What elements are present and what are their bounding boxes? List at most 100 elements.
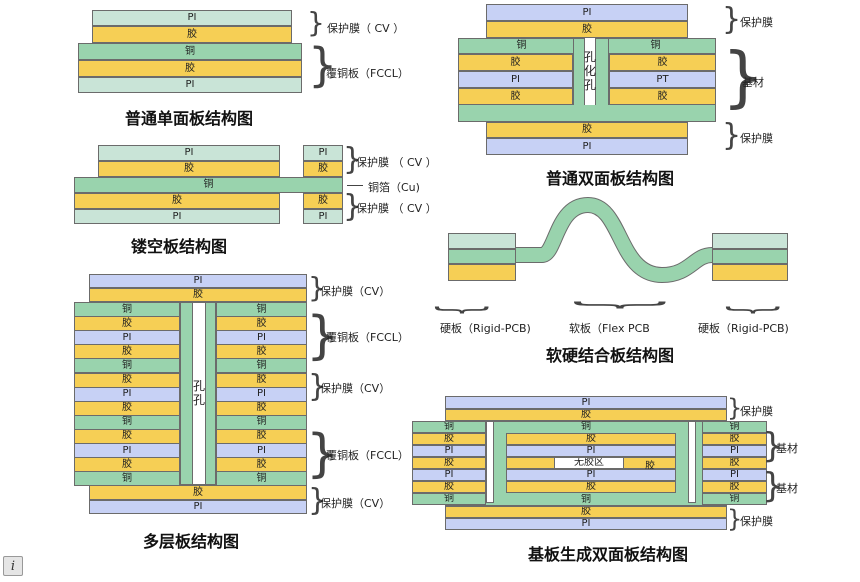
double-label-protective-bottom: 保护膜 [740,132,773,145]
multi-glue-top: 胶 [89,288,307,302]
rigid-left-pi [448,233,516,249]
multi-right-layer-13: 胶 [216,457,307,473]
multi-glue-bottom: 胶 [89,485,307,500]
double-plated-hole: 孔 化 孔 [584,38,597,106]
sub-center-glue-2: 胶 [506,481,676,493]
sub-glue-top: 胶 [445,409,727,421]
multi-right-layer-4: PI [216,330,307,346]
multi-left-layer-11: 胶 [74,428,180,444]
single-brace-protective: } [307,6,325,39]
double-copper-top-left: 铜 [458,38,585,54]
sub-left-layer-6: 铜 [412,493,486,505]
sub-left-layer-3: 胶 [412,457,486,469]
multi-left-layer-14: 铜 [74,471,180,487]
hollow-pi-top-left: PI [98,145,280,161]
hollow-pi-bottom-left: PI [74,209,280,224]
multi-left-layer-2: 铜 [74,302,180,317]
multi-label-fccl-2: 覆铜板（FCCL） [326,449,409,462]
rigid-right-brace: } [719,304,787,316]
hollow-pi-bottom-right: PI [303,209,343,224]
multi-left-layer-9: 胶 [74,400,180,416]
single-label-protective: 保护膜（ CV ） [327,22,405,35]
hollow-label-protective-top: 保护膜 （ CV ） [356,156,437,169]
single-pi-bottom: PI [78,77,302,93]
sub-brace-protective-bottom: } [727,505,743,533]
sub-center-pi-1: PI [506,445,676,457]
multi-left-layer-10: 铜 [74,414,180,430]
sub-left-layer-2: PI [412,445,486,457]
hollow-brace-protective-bottom: } [343,189,363,224]
sub-glue-bottom: 胶 [445,506,727,518]
hollow-glue-bottom-right: 胶 [303,193,343,209]
single-sided-title: 普通单面板结构图 [125,109,254,128]
sub-left-layer-5: 胶 [412,481,486,493]
double-glue-bottom: 胶 [486,122,688,138]
info-icon[interactable]: i [3,556,23,576]
single-pi-top: PI [92,10,292,26]
double-sided-title: 普通双面板结构图 [546,169,675,188]
rigid-right-glue [712,264,788,281]
multi-right-layer-10: 铜 [216,414,307,430]
sub-label-base-1: 基材 [776,442,798,455]
double-brace-protective-top: } [722,2,742,37]
rigid-right-label: 硬板（Rigid-PCB) [698,322,789,335]
multi-brace-protective-bottom: } [308,483,328,518]
hollow-glue-top-left: 胶 [98,161,280,177]
multi-left-layer-8: PI [74,386,180,402]
hole-char-1: 孔 [584,50,597,65]
multi-label-protective-mid: 保护膜（CV） [320,382,391,395]
substrate-double-title: 基板生成双面板结构图 [528,545,689,564]
single-brace-fccl: } [308,38,338,92]
multi-left-layer-13: 胶 [74,457,180,473]
flex-brace: } [562,299,679,311]
hole-char-3: 孔 [584,77,597,92]
sub-no-glue-zone: 无胶区 [554,457,624,469]
multi-right-layer-11: 胶 [216,428,307,444]
multi-pi-top: PI [89,274,307,288]
hollow-glue-top-right: 胶 [303,161,343,177]
multi-left-layer-12: PI [74,443,180,458]
multi-right-layer-14: 铜 [216,471,307,487]
multi-label-fccl-1: 覆铜板（FCCL） [326,331,409,344]
multi-left-layer-7: 胶 [74,372,180,388]
multi-right-layer-6: 铜 [216,358,307,374]
hollow-title: 镂空板结构图 [131,237,228,256]
single-label-fccl: 覆铜板（FCCL） [326,67,409,80]
sub-brace-protective-top: } [727,394,743,422]
sub-right-layer-2: PI [702,445,767,457]
sub-brace-base-1: } [762,426,784,466]
sub-hole-right [688,421,696,503]
sub-right-layer-3: 胶 [702,457,767,469]
sub-right-layer-1: 胶 [702,433,767,445]
multi-plated-hole: 孔 孔 [192,302,206,485]
hollow-pi-top-right: PI [303,145,343,161]
sub-hole-left [486,421,494,503]
sub-right-layer-0: 铜 [702,421,767,433]
single-glue-top: 胶 [92,26,292,43]
multi-label-protective-top: 保护膜（CV） [320,285,391,298]
multi-brace-protective-top: } [308,271,326,304]
multilayer-title: 多层板结构图 [143,532,240,551]
flex-board-curve-fill [515,197,750,283]
multi-right-layer-12: PI [216,443,307,458]
hollow-label-copper-foil: 铜箔（Cu) [368,181,420,194]
multi-left-layer-6: 铜 [74,358,180,374]
rigid-left-brace: } [428,304,496,316]
rigid-right-copper [712,249,788,264]
multi-pi-bottom: PI [89,500,307,514]
rigid-left-copper [448,249,516,264]
multi-brace-fccl-1: } [306,306,340,366]
sub-label-base-2: 基材 [776,482,798,495]
sub-left-layer-1: 胶 [412,433,486,445]
sub-center-glue-1: 胶 [506,433,676,445]
multi-right-layer-8: PI [216,386,307,402]
double-pi-top: PI [486,4,688,21]
multi-right-layer-2: 铜 [216,302,307,317]
double-glue-top: 胶 [486,21,688,38]
double-label-base: 基材 [742,76,764,89]
multi-right-layer-7: 胶 [216,372,307,388]
double-label-protective-top: 保护膜 [740,16,773,29]
hole-char-2: 化 [584,64,597,79]
